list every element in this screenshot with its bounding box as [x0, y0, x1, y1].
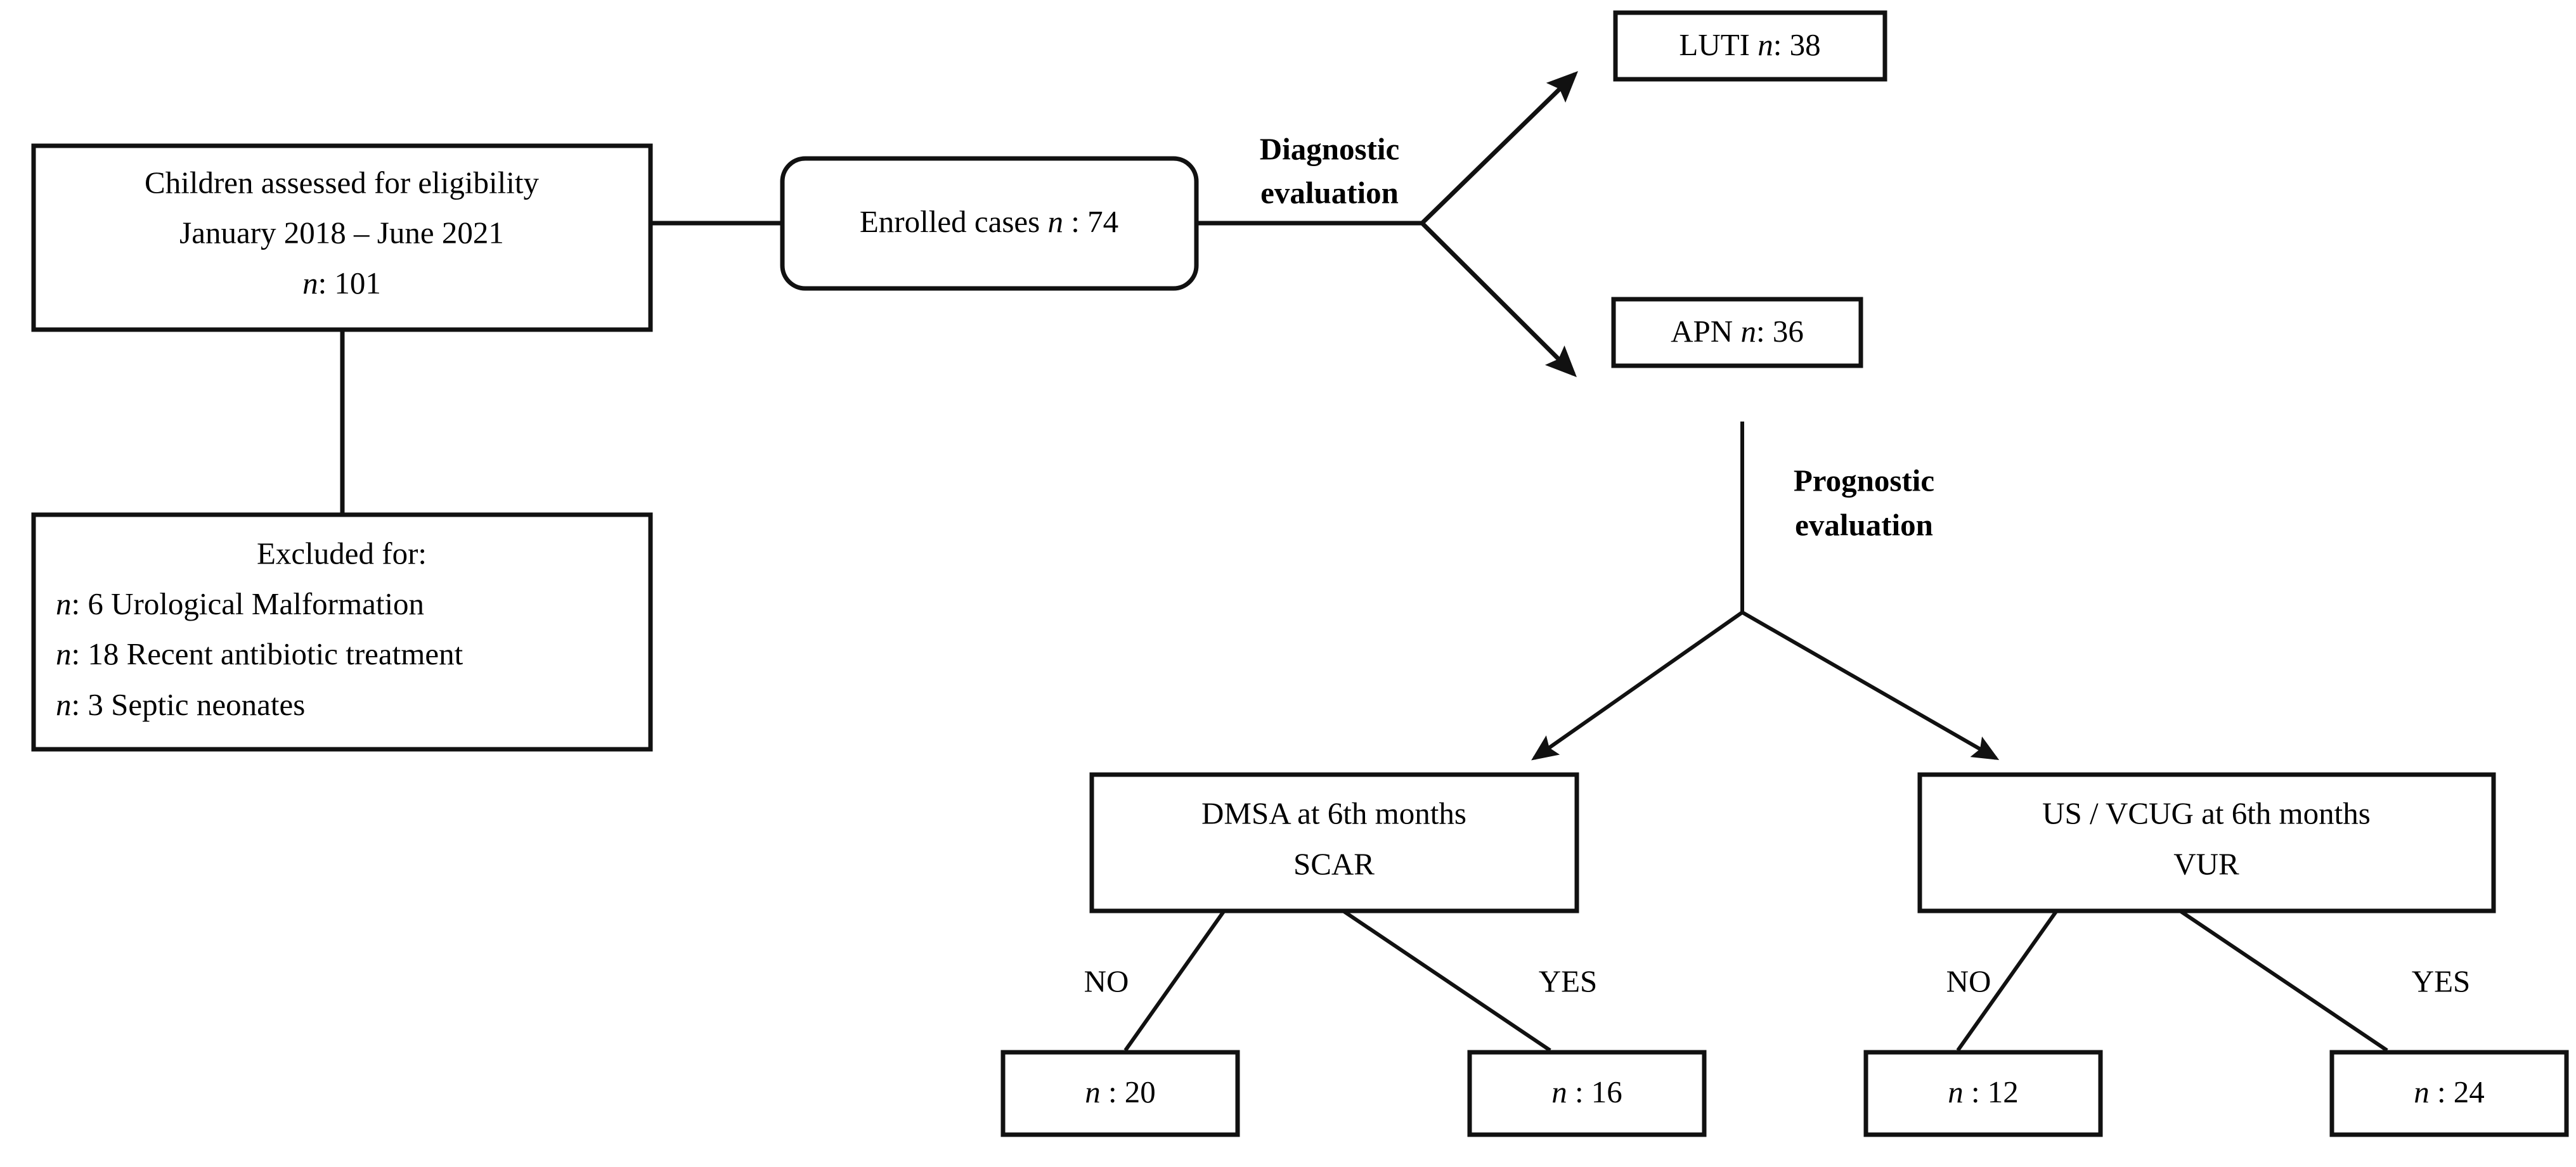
node-vur-yes-count-value: : 24 [2430, 1074, 2485, 1109]
node-vur-yes-count[interactable]: n : 24 [2329, 1050, 2569, 1137]
node-usvcug-vur-box [1917, 772, 2496, 913]
node-dmsa-scar-box [1089, 772, 1579, 913]
connector-usvcug-to-vur-no [1956, 910, 2058, 1052]
edge-label-diagnostic-evaluation: Diagnostic evaluation [1260, 131, 1400, 210]
node-excluded-reason-3: n: 3 Septic neonates [56, 687, 305, 722]
edge-label-diagnostic-line1: Diagnostic [1260, 131, 1400, 166]
node-luti-prefix: LUTI [1679, 27, 1757, 62]
node-excluded-reason-2-text: : 18 Recent antibiotic treatment [72, 636, 463, 671]
node-usvcug-vur-line2: VUR [2173, 846, 2239, 881]
node-vur-yes-count-box [2329, 1050, 2569, 1137]
node-apn-label: APN n: 36 [1671, 314, 1804, 349]
node-luti-n: n [1757, 27, 1773, 62]
node-scar-no-count-box [1000, 1050, 1240, 1137]
node-luti[interactable]: LUTI n: 38 [1613, 10, 1887, 82]
node-children-assessed-line2: January 2018 – June 2021 [179, 215, 504, 250]
connector-split-to-luti [1420, 71, 1579, 225]
node-scar-yes-count-value: : 16 [1567, 1074, 1622, 1109]
edge-label-prognostic-line2: evaluation [1795, 507, 1933, 542]
node-excluded-reason-3-text: : 3 Septic neonates [72, 687, 306, 722]
node-enrolled-cases-n: n [1047, 204, 1063, 239]
node-scar-yes-count-box [1467, 1050, 1707, 1137]
node-children-assessed-box [31, 143, 653, 332]
edge-label-diagnostic-line2: evaluation [1260, 175, 1399, 210]
node-enrolled-cases[interactable]: Enrolled cases n : 74 [780, 156, 1199, 291]
node-apn-n: n [1740, 314, 1756, 349]
node-excluded-reason-3-n: n [56, 687, 72, 722]
node-apn-prefix: APN [1671, 314, 1740, 349]
node-children-assessed-count: : 101 [318, 266, 381, 300]
node-children-assessed-line3: n: 101 [302, 266, 381, 300]
branch-label-vur-no: NO [1946, 964, 1991, 998]
node-excluded-reason-1-n: n [56, 586, 72, 621]
node-excluded-reason-1-text: : 6 Urological Malformation [72, 586, 425, 621]
node-apn-count: : 36 [1756, 314, 1804, 349]
node-excluded-reason-2-n: n [56, 636, 72, 671]
branch-label-scar-yes: YES [1539, 964, 1598, 998]
node-enrolled-cases-label: Enrolled cases n : 74 [860, 204, 1118, 239]
node-vur-yes-count-n: n [2414, 1074, 2430, 1109]
node-luti-label: LUTI n: 38 [1679, 27, 1820, 62]
node-luti-count: : 38 [1773, 27, 1821, 62]
node-enrolled-cases-count: : 74 [1063, 204, 1118, 239]
node-usvcug-vur[interactable]: US / VCUG at 6th months VUR [1917, 772, 2496, 913]
node-scar-yes-count[interactable]: n : 16 [1467, 1050, 1707, 1137]
node-enrolled-cases-box [780, 156, 1199, 291]
node-scar-no-count-n: n [1085, 1074, 1101, 1109]
node-apn-box [1611, 297, 1863, 368]
edge-label-prognostic-evaluation: Prognostic evaluation [1794, 463, 1934, 542]
node-apn[interactable]: APN n: 36 [1611, 297, 1863, 368]
node-excluded[interactable]: Excluded for: n: 6 Urological Malformati… [31, 512, 653, 752]
connector-dmsa-to-scar-yes [1343, 910, 1551, 1052]
node-usvcug-vur-line1: US / VCUG at 6th months [2042, 796, 2371, 830]
node-dmsa-scar-line1: DMSA at 6th months [1201, 796, 1466, 830]
node-dmsa-scar[interactable]: DMSA at 6th months SCAR [1089, 772, 1579, 913]
node-vur-yes-count-label: n : 24 [2414, 1074, 2485, 1109]
node-children-assessed-n: n [302, 266, 318, 300]
node-luti-box [1613, 10, 1887, 82]
node-excluded-box [31, 512, 653, 752]
node-excluded-reason-1: n: 6 Urological Malformation [56, 586, 424, 621]
edge-label-prognostic-line1: Prognostic [1794, 463, 1934, 498]
branch-label-vur-yes: YES [2412, 964, 2471, 998]
node-vur-no-count-box [1863, 1050, 2103, 1137]
node-excluded-title: Excluded for: [257, 536, 427, 571]
node-children-assessed[interactable]: Children assessed for eligibility Januar… [31, 143, 653, 332]
node-children-assessed-line1: Children assessed for eligibility [145, 165, 539, 200]
node-scar-no-count[interactable]: n : 20 [1000, 1050, 1240, 1137]
node-vur-no-count[interactable]: n : 12 [1863, 1050, 2103, 1137]
connector-usvcug-to-vur-yes [2180, 910, 2388, 1052]
node-excluded-reason-2: n: 18 Recent antibiotic treatment [56, 636, 463, 671]
branch-label-scar-no: NO [1084, 964, 1129, 998]
node-vur-no-count-label: n : 12 [1948, 1074, 2019, 1109]
node-vur-no-count-value: : 12 [1964, 1074, 2019, 1109]
node-vur-no-count-n: n [1948, 1074, 1964, 1109]
node-scar-no-count-label: n : 20 [1085, 1074, 1156, 1109]
node-scar-yes-count-label: n : 16 [1551, 1074, 1622, 1109]
node-scar-no-count-value: : 20 [1101, 1074, 1156, 1109]
connector-split-to-apn [1420, 221, 1577, 377]
connector-dmsa-to-scar-no [1123, 910, 1226, 1052]
node-enrolled-cases-prefix: Enrolled cases [860, 204, 1048, 239]
connector-split-to-dmsa [1531, 610, 1744, 761]
node-scar-yes-count-n: n [1551, 1074, 1567, 1109]
connector-split-to-usvcug [1741, 610, 2000, 760]
node-dmsa-scar-line2: SCAR [1293, 846, 1375, 881]
